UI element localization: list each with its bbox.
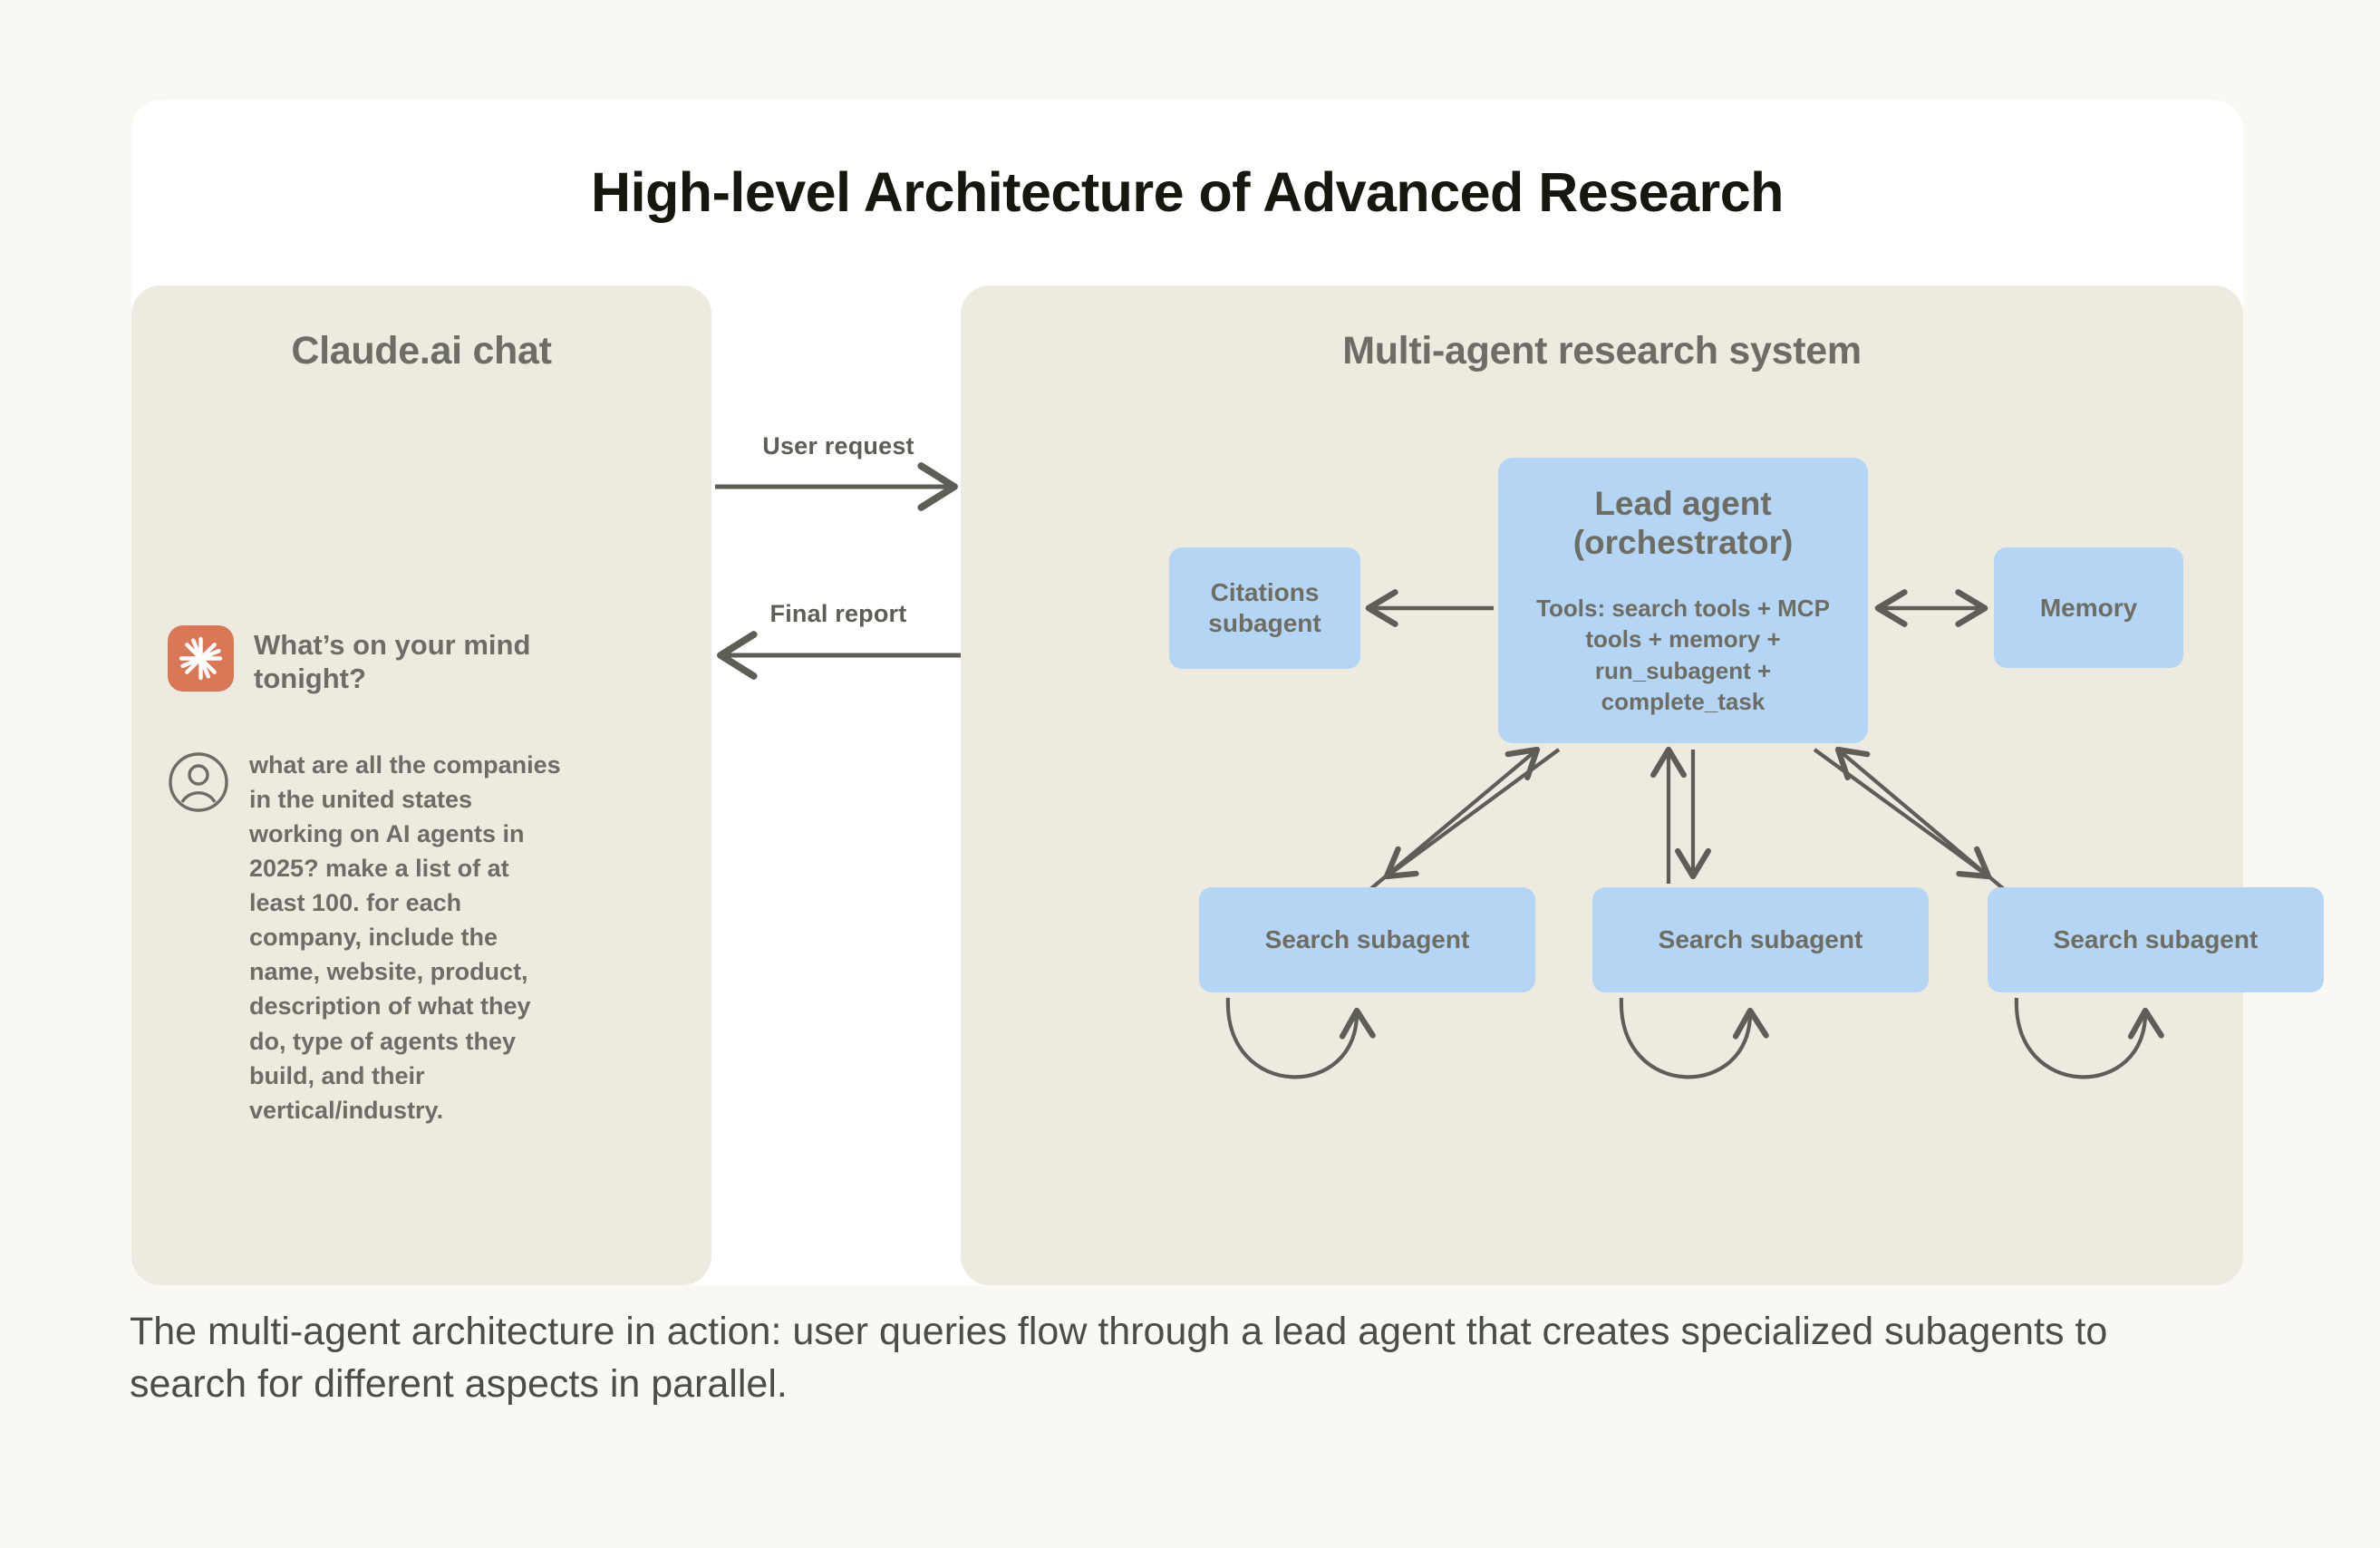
user-message-row: what are all the companies in the united… [168, 748, 684, 1127]
citations-label-line-2: subagent [1208, 609, 1321, 637]
memory-label: Memory [2039, 593, 2138, 622]
lead-agent-title: Lead agent (orchestrator) [1573, 484, 1794, 563]
node-search-subagent-1[interactable]: Search subagent [1199, 887, 1535, 992]
node-search-subagent-2[interactable]: Search subagent [1592, 887, 1929, 992]
node-citations-subagent[interactable]: Citations subagent [1169, 547, 1360, 669]
search-subagent-label: Search subagent [1658, 925, 1863, 953]
node-search-subagent-3[interactable]: Search subagent [1988, 887, 2324, 992]
node-memory[interactable]: Memory [1994, 547, 2183, 668]
multi-agent-system-panel: Multi-agent research system [961, 285, 2324, 1285]
claude-burst-icon [168, 625, 234, 692]
search-subagent-label: Search subagent [1264, 925, 1470, 953]
assistant-message-row: What’s on your mind tonight? [168, 625, 675, 695]
lead-agent-tools: Tools: search tools + MCP tools + memory… [1536, 595, 1830, 716]
node-lead-agent[interactable]: Lead agent (orchestrator) Tools: search … [1498, 458, 1868, 743]
figure-card: High-level Architecture of Advanced Rese… [131, 100, 2324, 1285]
claude-chat-panel: Claude.ai chat [131, 285, 711, 1285]
chat-panel-title: Claude.ai chat [291, 329, 552, 372]
user-message-text: what are all the companies in the united… [249, 751, 561, 1124]
system-panel-title: Multi-agent research system [1342, 329, 1862, 372]
lead-agent-title-line-2: (orchestrator) [1572, 523, 1794, 561]
system-connectors [1225, 589, 2164, 1079]
search-subagent-label: Search subagent [2053, 925, 2259, 953]
figure-caption: The multi-agent architecture in action: … [130, 1310, 2108, 1407]
flow-arrows-group: User request Final report [711, 285, 965, 1285]
user-avatar-icon [168, 748, 229, 813]
flow-label-final-report: Final report [769, 600, 907, 627]
page-title: High-level Architecture of Advanced Rese… [591, 161, 1784, 223]
citations-label-line-1: Citations [1210, 578, 1320, 607]
assistant-greeting-text: What’s on your mind tonight? [254, 629, 531, 694]
flow-label-user-request: User request [762, 432, 914, 460]
lead-agent-title-line-1: Lead agent [1594, 484, 1772, 522]
